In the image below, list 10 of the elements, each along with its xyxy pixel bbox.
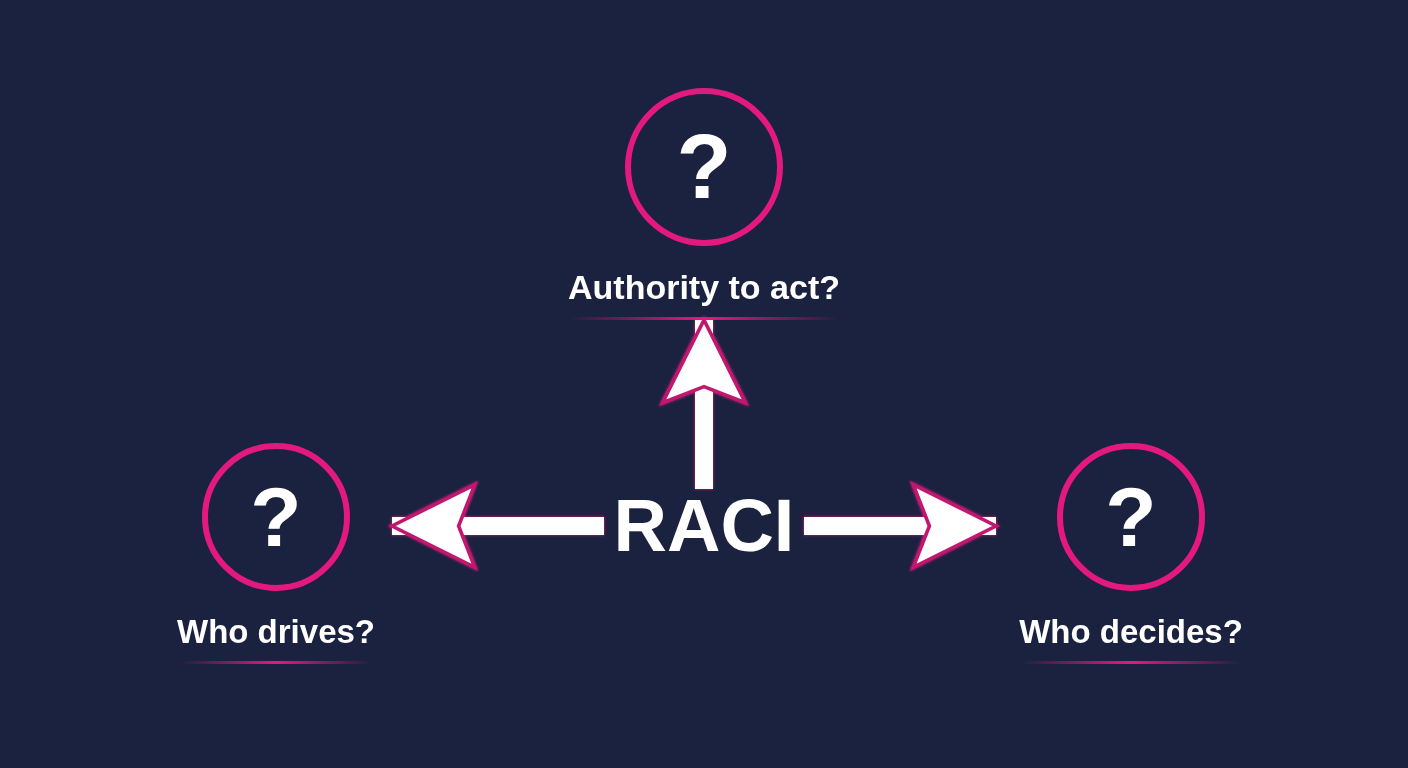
center-title: RACI: [613, 489, 795, 563]
arrow: [390, 482, 604, 570]
arrow: [804, 482, 998, 570]
question-mark-circle: ?: [202, 443, 350, 591]
question-label: Who decides?: [1019, 613, 1243, 651]
question-label: Authority to act?: [568, 268, 840, 307]
question-mark-circle: ?: [625, 88, 783, 246]
arrow: [660, 318, 748, 489]
question-label: Who drives?: [177, 613, 375, 651]
question-mark-circle: ?: [1057, 443, 1205, 591]
